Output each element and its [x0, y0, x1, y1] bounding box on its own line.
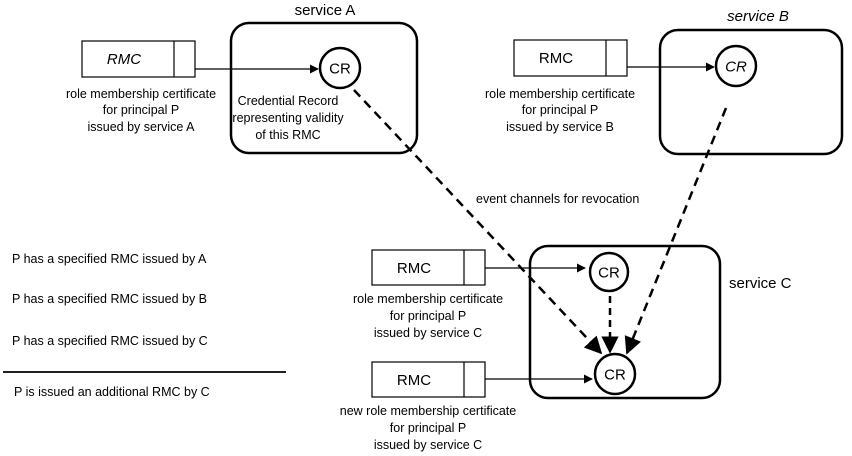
service-c: service C	[528, 244, 792, 400]
cr-a-description: Credential Record representing validity …	[232, 94, 344, 142]
svg-text:for principal P: for principal P	[522, 103, 598, 117]
svg-text:for principal P: for principal P	[390, 309, 466, 323]
rmc-a-label: RMC	[107, 51, 141, 68]
service-b: service B	[658, 8, 844, 156]
rmc-c-label: RMC	[397, 260, 431, 277]
svg-text:issued by service C: issued by service C	[374, 438, 482, 452]
cr-c2: CR	[593, 352, 637, 396]
svg-text:role membership certificate: role membership certificate	[485, 87, 635, 101]
rmc-c-caption: role membership certificate for principa…	[353, 292, 503, 340]
service-c-box	[528, 244, 722, 400]
rmc-box-c: RMC	[371, 249, 486, 286]
cr-b: CR	[714, 44, 758, 88]
service-b-box	[658, 28, 844, 156]
cr-b-label: CR	[725, 59, 747, 76]
svg-text:for principal P: for principal P	[390, 421, 466, 435]
rmc-box-new: RMC	[371, 361, 486, 398]
rmc-a-caption: role membership certificate for principa…	[66, 87, 216, 134]
svg-text:role membership certificate: role membership certificate	[66, 87, 216, 101]
event-channel-b	[624, 107, 728, 355]
rmc-box-b: RMC	[513, 39, 628, 77]
condition-3: P has a specified RMC issued by C	[12, 334, 208, 348]
rmc-new-caption: new role membership certificate for prin…	[340, 404, 517, 452]
service-b-title: service B	[727, 8, 789, 25]
cr-c2-label: CR	[604, 367, 626, 384]
svg-text:of this RMC: of this RMC	[255, 128, 320, 142]
conclusion: P is issued an additional RMC by C	[14, 385, 210, 399]
svg-text:issued by service B: issued by service B	[506, 120, 614, 134]
condition-1: P has a specified RMC issued by A	[12, 252, 207, 266]
svg-text:issued by service C: issued by service C	[374, 326, 482, 340]
condition-2: P has a specified RMC issued by B	[12, 292, 207, 306]
inference-rule: P has a specified RMC issued by A P has …	[3, 252, 286, 399]
rmc-b-label: RMC	[539, 50, 573, 67]
service-a: service A	[229, 2, 419, 155]
svg-text:role membership certificate: role membership certificate	[353, 292, 503, 306]
service-a-title: service A	[295, 2, 356, 19]
cr-a: CR	[318, 46, 362, 90]
svg-text:new role membership certificat: new role membership certificate	[340, 404, 517, 418]
service-a-box	[229, 21, 419, 155]
svg-text:Credential Record: Credential Record	[238, 94, 339, 108]
service-c-title: service C	[729, 275, 792, 292]
svg-text:issued by service A: issued by service A	[88, 120, 196, 134]
event-channels-label: event channels for revocation	[476, 192, 639, 206]
cr-c1: CR	[588, 251, 630, 293]
svg-text:representing validity: representing validity	[232, 111, 344, 125]
svg-text:for principal P: for principal P	[103, 103, 179, 117]
rmc-box-a: RMC	[81, 40, 196, 78]
event-channel-a	[353, 89, 603, 355]
rmc-new-label: RMC	[397, 372, 431, 389]
cr-c1-label: CR	[598, 265, 620, 282]
rmc-b-caption: role membership certificate for principa…	[485, 87, 635, 134]
cr-a-label: CR	[329, 61, 351, 78]
